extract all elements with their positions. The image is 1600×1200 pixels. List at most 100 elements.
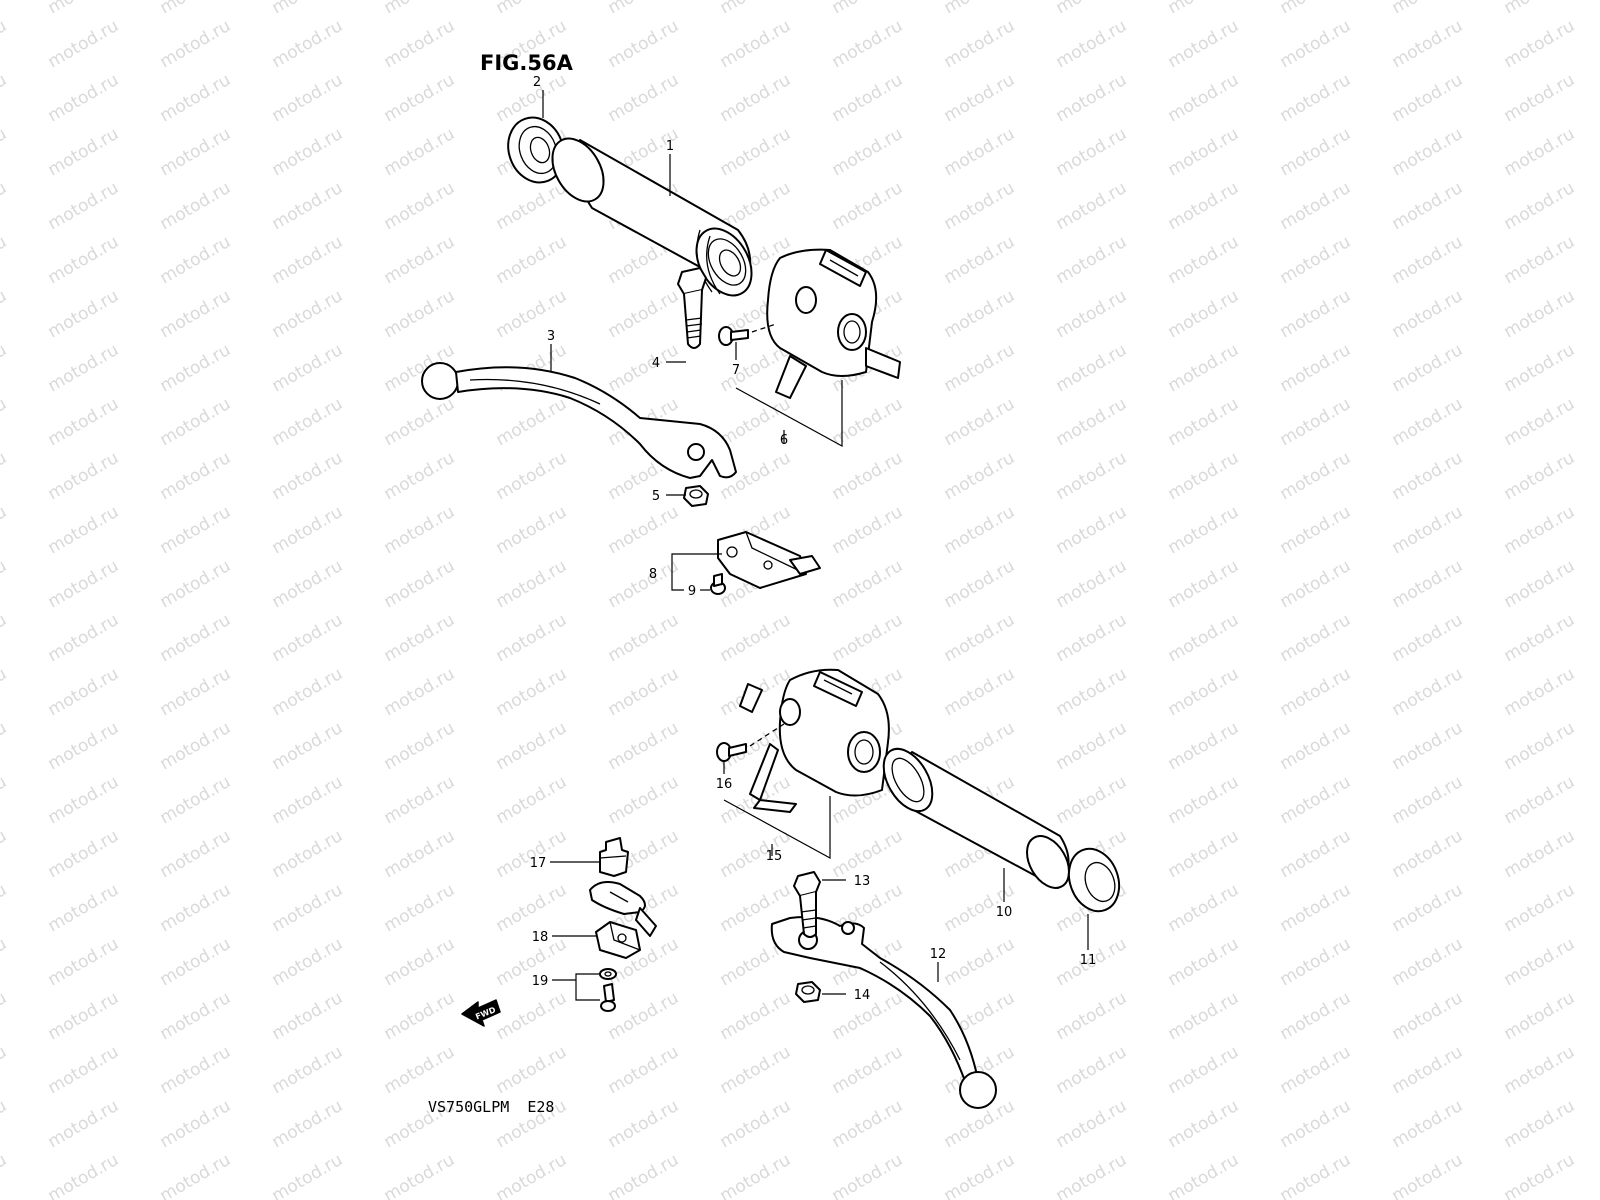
watermark-text: motod.ru [605,286,683,342]
watermark-text: motod.ru [1501,1042,1579,1098]
watermark-text: motod.ru [1165,1096,1243,1152]
watermark-text: motod.ru [1389,556,1467,612]
part-8-front-brake-light-switch [717,531,821,589]
watermark-text: motod.ru [381,286,459,342]
watermark-text: motod.ru [1165,70,1243,126]
watermark-text: motod.ru [381,988,459,1044]
watermark-text: motod.ru [0,718,10,774]
watermark-text: motod.ru [0,0,10,18]
watermark-text: motod.ru [493,610,571,666]
callout-3: 3 [547,329,555,344]
watermark-text: motod.ru [1277,718,1355,774]
watermark-text: motod.ru [0,934,10,990]
watermark-text: motod.ru [269,1042,347,1098]
watermark-text: motod.ru [269,0,347,18]
watermark-text: motod.ru [45,16,123,72]
watermark-text: motod.ru [1053,448,1131,504]
watermark-text: motod.ru [941,340,1019,396]
watermark-text: motod.ru [45,1150,123,1200]
watermark-text: motod.ru [45,0,123,18]
watermark-text: motod.ru [717,826,795,882]
watermark-text: motod.ru [1389,286,1467,342]
watermark-text: motod.ru [157,718,235,774]
watermark-text: motod.ru [1389,772,1467,828]
watermark-text: motod.ru [45,934,123,990]
watermark-text: motod.ru [269,70,347,126]
watermark-text: motod.ru [1053,286,1131,342]
watermark-text: motod.ru [605,664,683,720]
part-17-clutch-switch-plunger [599,837,629,877]
watermark-text: motod.ru [941,286,1019,342]
watermark-text: motod.ru [157,70,235,126]
watermark-text: motod.ru [157,664,235,720]
watermark-text: motod.ru [381,232,459,288]
watermark-text: motod.ru [1053,718,1131,774]
watermark-text: motod.ru [1389,988,1467,1044]
watermark-text: motod.ru [1053,772,1131,828]
watermark-text: motod.ru [1389,880,1467,936]
watermark-text: motod.ru [1277,502,1355,558]
watermark-text: motod.ru [381,664,459,720]
part-19-screw-and-washer [599,968,617,1012]
watermark-text: motod.ru [45,1096,123,1152]
watermark-text: motod.ru [1501,556,1579,612]
watermark-text: motod.ru [1053,124,1131,180]
watermark-text: motod.ru [269,178,347,234]
callout-8: 8 [649,567,657,582]
watermark-text: motod.ru [1389,610,1467,666]
part-3-front-brake-lever [421,362,737,479]
watermark-text: motod.ru [941,0,1019,18]
watermark-text: motod.ru [1165,1150,1243,1200]
watermark-text: motod.ru [493,1150,571,1200]
watermark-text: motod.ru [1389,1042,1467,1098]
watermark-text: motod.ru [605,556,683,612]
watermark-text: motod.ru [717,988,795,1044]
watermark-text: motod.ru [1389,664,1467,720]
watermark-text: motod.ru [0,340,10,396]
watermark-text: motod.ru [0,1150,10,1200]
watermark-text: motod.ru [829,70,907,126]
watermark-text: motod.ru [717,1096,795,1152]
watermark-text: motod.ru [1165,1042,1243,1098]
watermark-text: motod.ru [1165,16,1243,72]
watermark-text: motod.ru [0,394,10,450]
watermark-text: motod.ru [493,178,571,234]
watermark-text: motod.ru [1053,394,1131,450]
watermark-text: motod.ru [717,70,795,126]
watermark-text: motod.ru [1277,772,1355,828]
watermark-text: motod.ru [1501,1096,1579,1152]
watermark-text: motod.ru [0,16,10,72]
watermark-text: motod.ru [1389,16,1467,72]
watermark-text: motod.ru [157,880,235,936]
watermark-text: motod.ru [45,232,123,288]
watermark-text: motod.ru [381,70,459,126]
callout-12: 12 [930,947,947,962]
watermark-text: motod.ru [1277,124,1355,180]
watermark-text: motod.ru [717,1042,795,1098]
watermark-text: motod.ru [1277,0,1355,18]
watermark-text: motod.ru [269,232,347,288]
watermark-text: motod.ru [493,0,571,18]
watermark-text: motod.ru [269,556,347,612]
watermark-text: motod.ru [493,664,571,720]
watermark-text: motod.ru [1165,124,1243,180]
watermark-text: motod.ru [1165,0,1243,18]
watermark-text: motod.ru [941,1150,1019,1200]
watermark-text: motod.ru [717,0,795,18]
watermark-text: motod.ru [1389,1150,1467,1200]
watermark-text: motod.ru [381,124,459,180]
watermark-text: motod.ru [45,340,123,396]
watermark-text: motod.ru [1053,988,1131,1044]
watermark-text: motod.ru [1277,1150,1355,1200]
model-code: VS750GLPM E28 [428,1098,554,1116]
watermark-text: motod.ru [829,124,907,180]
watermark-text: motod.ru [1277,394,1355,450]
watermark-text: motod.ru [157,0,235,18]
watermark-text: motod.ru [1053,178,1131,234]
watermark-text: motod.ru [941,934,1019,990]
watermark-text: motod.ru [1277,232,1355,288]
watermark-text: motod.ru [45,988,123,1044]
watermark-text: motod.ru [605,16,683,72]
watermark-text: motod.ru [157,934,235,990]
